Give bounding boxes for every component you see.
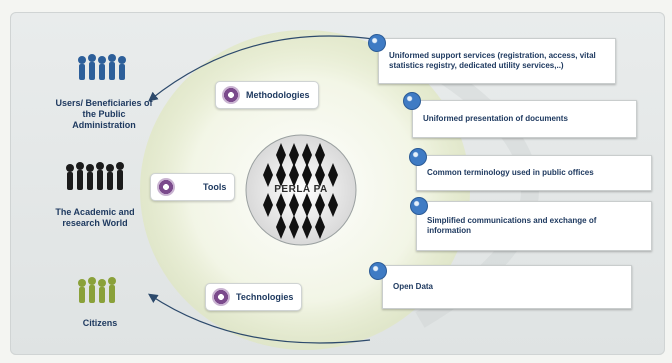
diamond-mark <box>276 163 286 187</box>
globe-icon <box>368 34 386 52</box>
users-people-icon <box>78 54 126 80</box>
actor-academic: The Academic and research World <box>40 207 150 229</box>
method-tools: Tools <box>150 173 236 201</box>
diamond-mark <box>289 193 299 217</box>
gear-icon <box>212 288 230 306</box>
center-label: PERLA PA <box>274 184 328 195</box>
service-support-services-label: Uniformed support services (registration… <box>389 51 596 70</box>
diamond-mark <box>276 143 286 167</box>
diamond-mark <box>289 143 299 167</box>
diamond-mark <box>263 163 273 187</box>
diamond-mark <box>302 193 312 217</box>
diamond-mark <box>302 163 312 187</box>
actor-users: Users/ Beneficiaries of the Public Admin… <box>50 98 158 131</box>
actor-academic-label: The Academic and research World <box>55 207 135 228</box>
method-methodologies: Methodologies <box>215 81 319 109</box>
diamond-mark <box>289 215 299 239</box>
method-technologies-label: Technologies <box>236 292 294 302</box>
diamond-mark <box>328 193 338 217</box>
diamond-mark <box>315 215 325 239</box>
service-box-support-services: Uniformed support services (registration… <box>378 38 616 84</box>
perla-diamond-pattern <box>263 143 338 239</box>
diamond-mark <box>315 163 325 187</box>
diamond-mark <box>302 143 312 167</box>
service-open-data-label: Open Data <box>393 282 434 291</box>
bottom-arrow-arc <box>148 293 371 344</box>
diamond-mark <box>263 193 273 217</box>
top-arrow-arc <box>148 35 381 102</box>
perla-core <box>245 134 357 246</box>
service-box-communications: Simplified communications and exchange o… <box>416 201 652 251</box>
globe-icon <box>410 197 428 215</box>
diamond-mark <box>276 215 286 239</box>
diamond-mark <box>302 215 312 239</box>
actor-citizens-label: Citizens <box>82 318 118 328</box>
globe-icon <box>369 262 387 280</box>
diamond-mark <box>328 163 338 187</box>
citizens-people-icon <box>78 277 116 303</box>
method-tools-label: Tools <box>203 182 227 192</box>
service-communications-label: Simplified communications and exchange o… <box>427 216 597 235</box>
service-terminology-label: Common terminology used in public office… <box>427 168 594 177</box>
actor-users-label: Users/ Beneficiaries of the Public Admin… <box>55 98 153 130</box>
service-box-documents: Uniformed presentation of documents <box>412 100 637 138</box>
globe-icon <box>403 92 421 110</box>
service-documents-label: Uniformed presentation of documents <box>423 114 568 123</box>
service-box-terminology: Common terminology used in public office… <box>416 155 652 191</box>
diamond-mark <box>315 143 325 167</box>
academic-people-icon <box>66 162 124 190</box>
diamond-mark <box>289 163 299 187</box>
method-technologies: Technologies <box>205 283 303 311</box>
diamond-mark <box>276 193 286 217</box>
method-methodologies-label: Methodologies <box>246 90 310 100</box>
service-box-open-data: Open Data <box>382 265 632 309</box>
diamond-mark <box>315 193 325 217</box>
actor-citizens: Citizens <box>60 318 140 329</box>
gear-icon <box>157 178 175 196</box>
globe-icon <box>409 148 427 166</box>
gear-icon <box>222 86 240 104</box>
